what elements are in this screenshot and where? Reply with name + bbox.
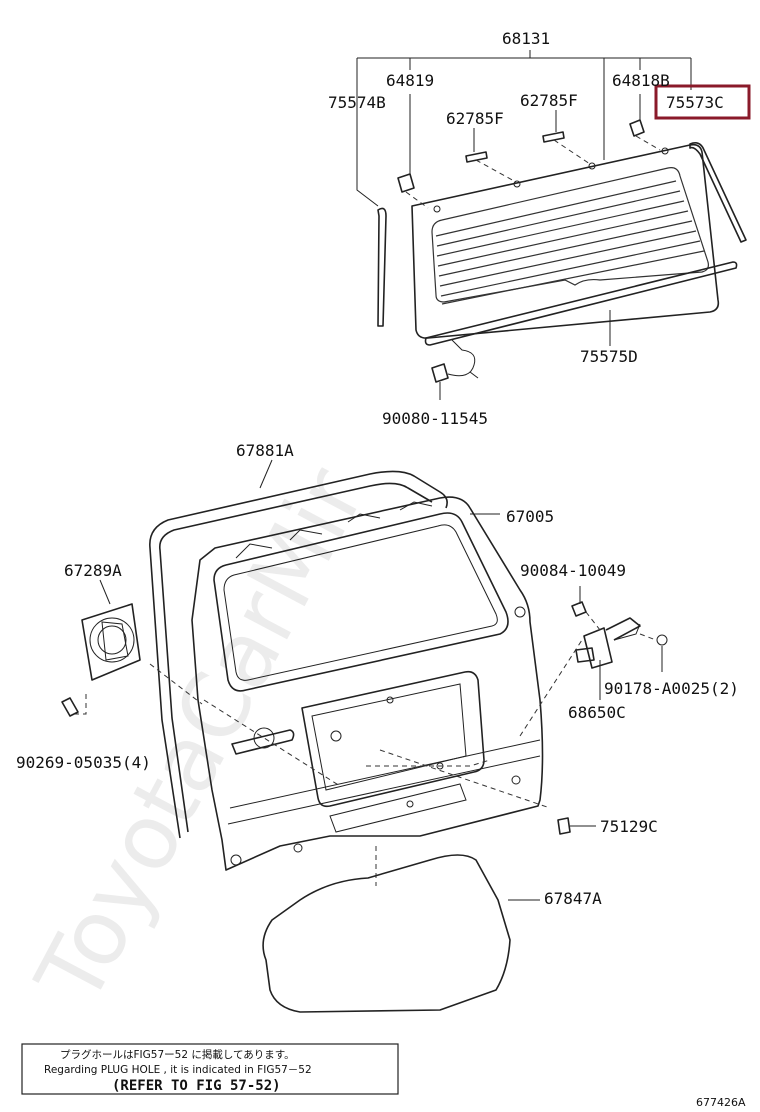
note-japanese: プラグホールはFIG57ー52 に掲載してあります。 (60, 1048, 295, 1061)
highlight-box (654, 84, 751, 120)
label-90269-05035: 90269-05035(4) (16, 753, 151, 772)
label-90084-10049: 90084-10049 (520, 561, 626, 580)
cover-75129c (557, 817, 596, 835)
label-90080-11545: 90080-11545 (382, 409, 488, 428)
label-67881a: 67881A (236, 441, 294, 460)
label-67289a: 67289A (64, 561, 122, 580)
label-67847a: 67847A (544, 889, 602, 908)
part-labels: 68131 64819 64818B 75574B 62785F 75573C … (16, 29, 739, 908)
back-door-glass-assembly (356, 50, 747, 400)
label-68131: 68131 (502, 29, 550, 48)
label-64819: 64819 (386, 71, 434, 90)
label-62785f-right: 62785F (520, 91, 578, 110)
label-64818b: 64818B (612, 71, 670, 90)
label-75573c: 75573C (666, 93, 724, 112)
label-75129c: 75129C (600, 817, 658, 836)
reference-note-box: プラグホールはFIG57ー52 に掲載してあります。 Regarding PLU… (21, 1043, 399, 1095)
note-english: Regarding PLUG HOLE , it is indicated in… (44, 1064, 312, 1076)
back-door-trim-board-67847a (262, 854, 540, 1013)
back-door-panel-assembly (74, 459, 583, 886)
label-90178-a0025: 90178-A0025(2) (604, 679, 739, 698)
label-75575d: 75575D (580, 347, 638, 366)
figure-code: 677426A (696, 1096, 746, 1109)
back-door-lock-68650c (571, 586, 668, 700)
label-75574b: 75574B (328, 93, 386, 112)
fuel-lid-hinge-67289a (61, 579, 141, 717)
label-68650c: 68650C (568, 703, 626, 722)
note-reference: (REFER TO FIG 57-52) (112, 1078, 281, 1094)
label-67005: 67005 (506, 507, 554, 526)
label-62785f-left: 62785F (446, 109, 504, 128)
watermark: ToyotaCarMir (16, 452, 385, 1022)
